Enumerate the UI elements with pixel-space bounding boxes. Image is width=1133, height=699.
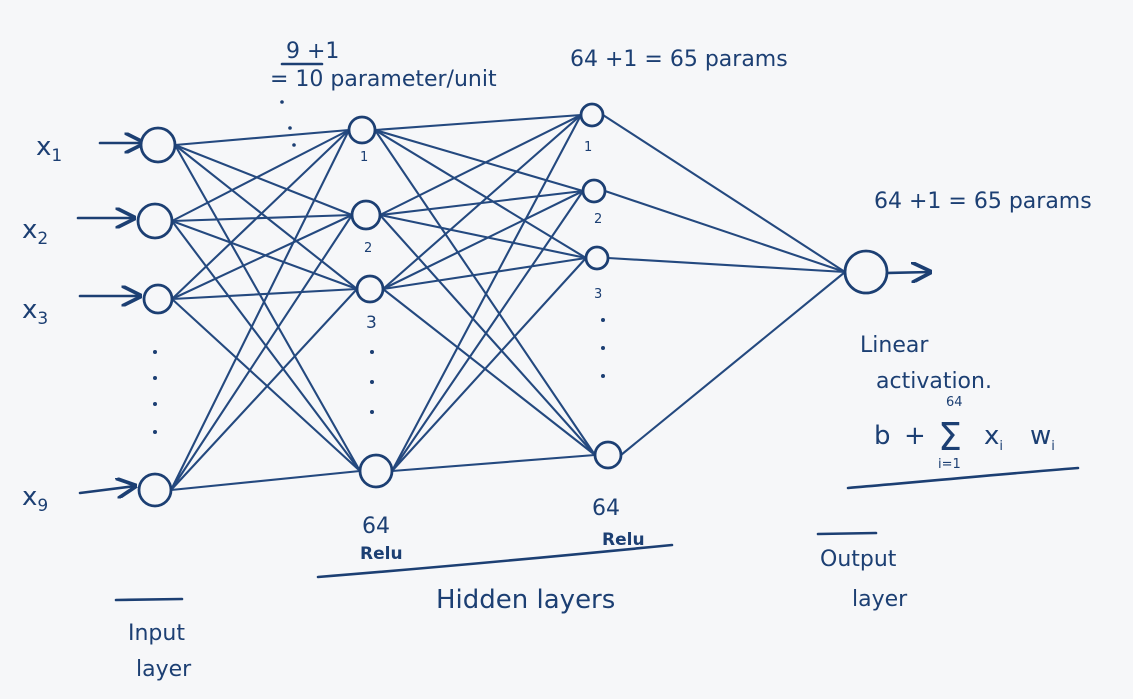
- input-labels: x1 x2 x3 x9: [22, 132, 62, 516]
- hidden1-node: [350, 199, 382, 231]
- input-layer-label: Input: [128, 621, 185, 646]
- connection-line: [373, 113, 583, 132]
- connection-line: [619, 270, 847, 457]
- formula-plus: +: [904, 421, 926, 451]
- hidden1-param-formula: 9 +1: [286, 39, 339, 64]
- connection-line: [373, 128, 585, 193]
- hidden2-node: [593, 440, 623, 470]
- input-label-x3: x3: [22, 295, 48, 329]
- connection-line: [603, 189, 847, 274]
- ellipsis-dots: [153, 100, 605, 434]
- input-nodes: [136, 126, 177, 508]
- hidden2-node: [581, 178, 607, 204]
- hidden-layer-1-nodes: [347, 115, 394, 489]
- output-underline: [846, 466, 1080, 490]
- hidden1-node-number: 3: [366, 313, 377, 333]
- connection-line: [169, 128, 351, 492]
- output-arrow: [886, 272, 930, 273]
- connection-line: [381, 189, 585, 291]
- input-node: [142, 283, 174, 315]
- input-node: [139, 126, 177, 164]
- connection-line: [606, 256, 847, 274]
- connection-line: [170, 213, 354, 301]
- connection-line: [381, 256, 588, 291]
- connection-line: [378, 213, 597, 457]
- formula-term: xi: [984, 421, 1003, 454]
- formula-weight: wi: [1030, 421, 1055, 454]
- connection-line: [173, 143, 354, 217]
- connection-line: [378, 113, 583, 217]
- input-label-x1: x1: [36, 132, 62, 166]
- hidden-layer-2-nodes: [579, 102, 623, 470]
- connection-line: [390, 189, 585, 473]
- hidden1-node-number: 1: [360, 150, 368, 165]
- hidden1-node: [358, 453, 394, 489]
- connection-line: [170, 128, 351, 301]
- connection-line: [390, 453, 597, 473]
- input-label-x2: x2: [22, 215, 48, 249]
- connection-line: [170, 287, 359, 301]
- connection-line: [170, 128, 351, 223]
- hidden1-node: [347, 115, 377, 145]
- connection-line: [173, 143, 362, 473]
- output-param-note: 64 +1 = 65 params: [874, 189, 1092, 214]
- connection-line: [169, 213, 354, 492]
- hidden2-activation: Relu: [602, 530, 645, 550]
- connection-line: [381, 113, 583, 291]
- hidden1-param-note: 9 +1 = 10 parameter/unit: [270, 39, 497, 92]
- hidden1-node-number: 2: [364, 241, 372, 256]
- connection-line: [373, 128, 597, 457]
- connection-line: [390, 113, 583, 473]
- hidden-layers-underline: [316, 543, 674, 579]
- hidden2-node-number: 2: [594, 212, 602, 227]
- hidden1-node: [355, 274, 385, 304]
- connection-line: [170, 297, 362, 473]
- activation-type: Linear: [860, 333, 929, 358]
- connection-line: [169, 287, 359, 492]
- input-node: [137, 472, 173, 508]
- hidden2-node: [579, 102, 605, 128]
- sum-lower-bound: i=1: [938, 457, 961, 472]
- sum-upper-bound: 64: [946, 395, 963, 410]
- output-label-overline: [816, 531, 878, 536]
- input-label-x9: x9: [22, 482, 48, 516]
- formula-bias: b: [874, 421, 891, 451]
- output-layer-label-2: layer: [852, 587, 908, 612]
- hidden2-node: [584, 245, 610, 271]
- input-node: [136, 202, 174, 240]
- input-arrow: [78, 486, 135, 493]
- connection-line: [390, 256, 588, 473]
- connection-line: [381, 287, 597, 457]
- connection-line: [173, 128, 351, 147]
- input-layer-label-2: layer: [136, 657, 192, 682]
- hidden1-size: 64: [362, 514, 390, 539]
- output-node: [843, 249, 889, 295]
- hidden2-size: 64: [592, 496, 620, 521]
- connection-line: [378, 213, 588, 260]
- connection-line: [170, 213, 354, 223]
- connection-lines: [169, 113, 847, 492]
- connection-line: [169, 469, 362, 492]
- input-label-overline: [114, 597, 184, 602]
- hidden1-activation: Relu: [360, 544, 403, 564]
- hidden-layers-label: Hidden layers: [436, 585, 615, 615]
- input-arrows: [76, 143, 930, 493]
- hidden2-node-number: 1: [584, 140, 592, 155]
- sigma-symbol: Σ: [938, 415, 962, 459]
- activation-word: activation.: [876, 369, 992, 394]
- hidden1-param-result: = 10 parameter/unit: [270, 67, 497, 92]
- linear-formula: b + 64 Σ i=1 xi wi: [874, 395, 1055, 472]
- connection-line: [601, 113, 847, 274]
- output-layer-label: Output: [820, 547, 897, 572]
- hidden2-node-number: 3: [594, 287, 602, 302]
- hidden2-param-note: 64 +1 = 65 params: [570, 47, 788, 72]
